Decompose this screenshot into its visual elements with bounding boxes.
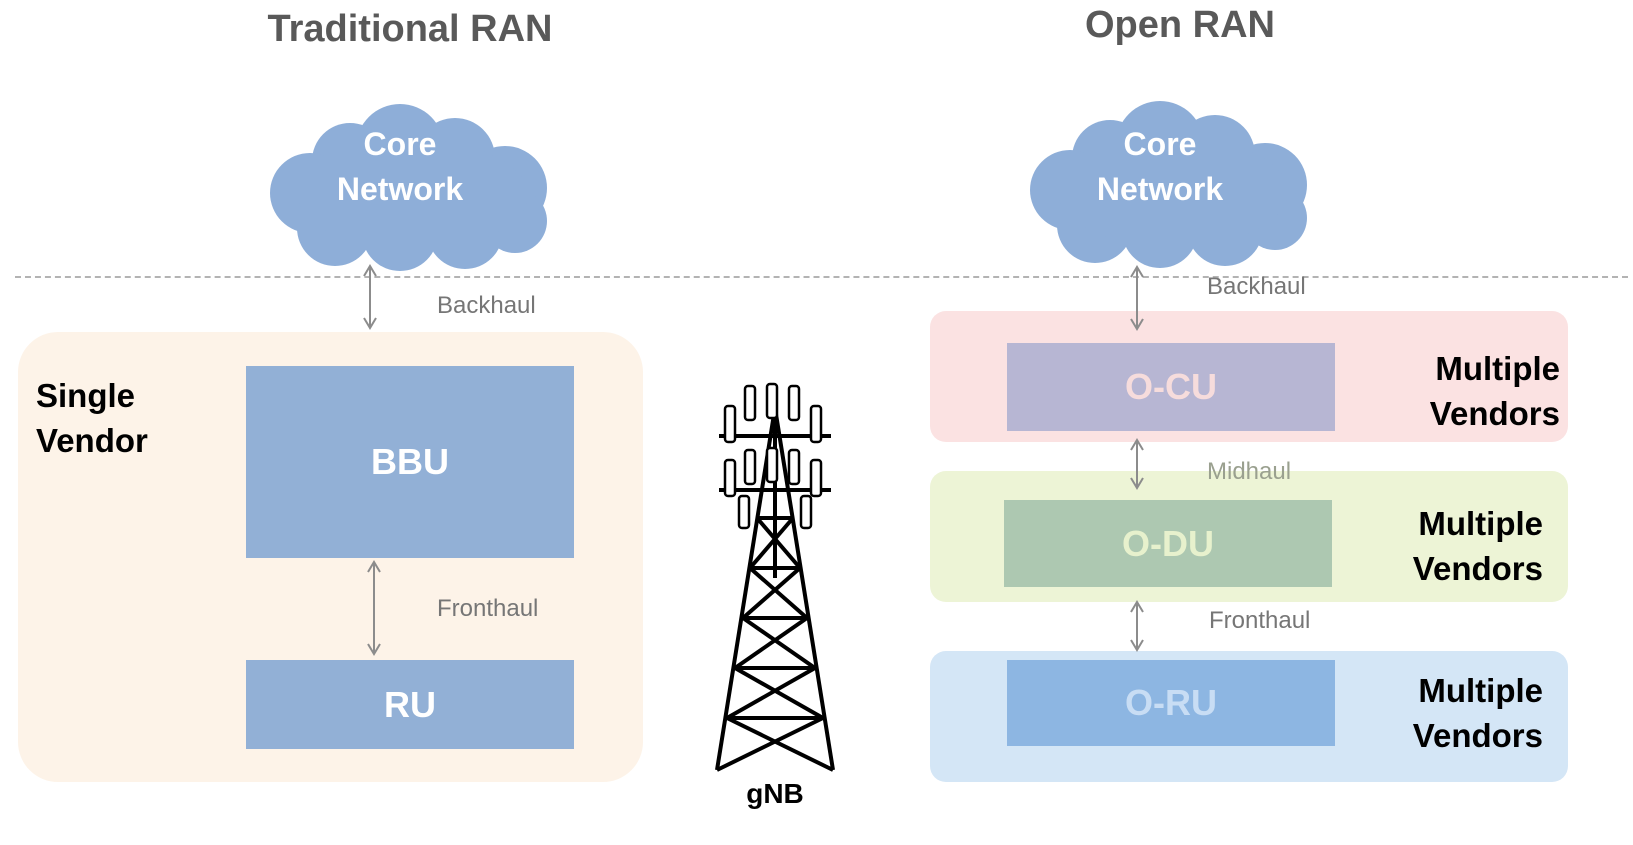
cloud-line-1: Core bbox=[1123, 126, 1197, 162]
midhaul-label: Midhaul bbox=[1207, 458, 1292, 485]
vendor-line-2: Vendors bbox=[1412, 550, 1543, 587]
cell-tower-icon bbox=[715, 382, 835, 772]
core-network-cloud-left bbox=[270, 104, 547, 271]
vendor-line-2: Vendor bbox=[36, 422, 148, 459]
vendor-line-1: Multiple bbox=[1435, 350, 1560, 387]
bbu-box: BBU bbox=[246, 366, 574, 558]
fronthaul-label-right: Fronthaul bbox=[1209, 607, 1311, 634]
open-ran-title: Open RAN bbox=[1085, 4, 1275, 46]
backhaul-label-right: Backhaul bbox=[1207, 273, 1306, 300]
multiple-vendors-label-oru: Multiple Vendors bbox=[1383, 668, 1543, 758]
multiple-vendors-label-odu: Multiple Vendors bbox=[1383, 501, 1543, 591]
core-network-label-right: Core Network bbox=[1060, 122, 1260, 212]
core-network-cloud-right bbox=[1030, 101, 1307, 268]
cloud-line-1: Core bbox=[363, 126, 437, 162]
traditional-ran-title: Traditional RAN bbox=[267, 8, 553, 50]
fronthaul-label-left: Fronthaul bbox=[437, 595, 539, 622]
cloud-line-2: Network bbox=[1096, 171, 1224, 207]
backhaul-arrow-left bbox=[363, 264, 377, 330]
vendor-line-1: Multiple bbox=[1418, 505, 1543, 542]
multiple-vendors-label-ocu: Multiple Vendors bbox=[1400, 346, 1560, 436]
backhaul-arrow-right bbox=[1130, 265, 1144, 331]
midhaul-arrow bbox=[1130, 438, 1144, 490]
vendor-line-1: Single bbox=[36, 377, 136, 414]
vendor-line-1: Multiple bbox=[1418, 672, 1543, 709]
cloud-line-2: Network bbox=[336, 171, 464, 207]
network-divider bbox=[15, 276, 1628, 278]
fronthaul-arrow-right bbox=[1130, 600, 1144, 652]
odu-box: O-DU bbox=[1004, 500, 1332, 587]
single-vendor-label: Single Vendor bbox=[36, 373, 148, 463]
ru-box: RU bbox=[246, 660, 574, 749]
ocu-box: O-CU bbox=[1007, 343, 1335, 431]
gnb-label: gNB bbox=[746, 778, 804, 809]
backhaul-label-left: Backhaul bbox=[437, 292, 536, 319]
vendor-line-2: Vendors bbox=[1412, 717, 1543, 754]
fronthaul-arrow-left bbox=[367, 560, 381, 656]
core-network-label-left: Core Network bbox=[300, 122, 500, 212]
oru-box: O-RU bbox=[1007, 660, 1335, 746]
vendor-line-2: Vendors bbox=[1429, 395, 1560, 432]
